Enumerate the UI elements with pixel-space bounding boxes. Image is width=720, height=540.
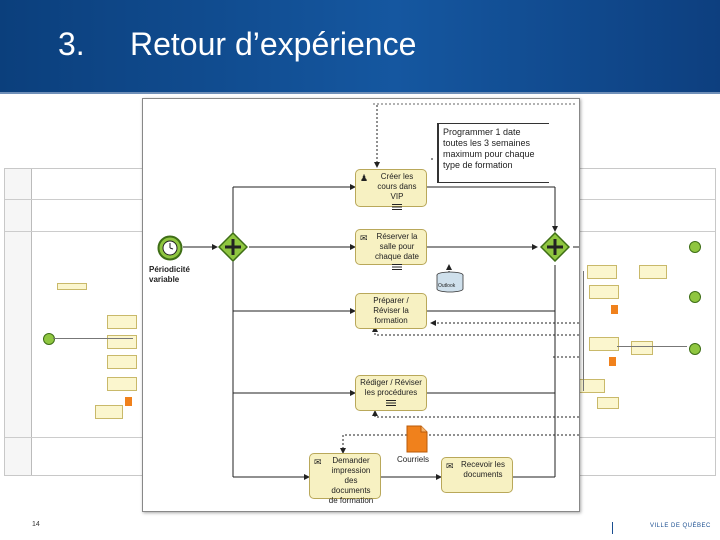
background-pool-label <box>57 283 87 290</box>
background-task <box>639 265 667 279</box>
parallel-gateway-split-icon <box>218 232 248 262</box>
slide-title: Retour d’expérience <box>130 26 417 62</box>
title-divider <box>0 92 720 94</box>
annotation-note: Programmer 1 date toutes les 3 semaines … <box>437 123 549 183</box>
task-rediger-procedures[interactable]: Rédiger / Réviser les procédures <box>355 375 427 411</box>
background-lane-headers <box>5 169 32 475</box>
database-label: Outlook <box>438 283 456 289</box>
task-label: Demander impression des documents de for… <box>328 456 374 505</box>
process-diagram-zoom: Périodicité variable Programmer 1 date t… <box>142 98 580 512</box>
timer-start-event-icon <box>157 235 183 261</box>
background-task <box>107 315 137 329</box>
page-number: 14 <box>32 521 40 528</box>
background-document-icon <box>609 357 616 366</box>
background-end-event <box>689 343 701 355</box>
task-recevoir-documents[interactable]: ✉ Recevoir les documents <box>441 457 513 493</box>
background-task <box>587 265 617 279</box>
background-start-event <box>43 333 55 345</box>
slide-section-number: 3. <box>58 26 85 62</box>
background-flow-line <box>583 271 584 391</box>
background-flow-line <box>53 338 133 339</box>
document-icon <box>406 425 428 453</box>
footer-divider <box>612 522 613 534</box>
task-label: Réserver la salle pour chaque date <box>374 232 420 261</box>
subprocess-marker-icon <box>392 264 402 270</box>
background-task <box>597 397 619 409</box>
task-label: Créer les cours dans VIP <box>377 172 417 201</box>
database-icon <box>436 271 464 293</box>
background-end-event <box>689 241 701 253</box>
background-task <box>631 341 653 355</box>
background-task <box>589 285 619 299</box>
background-task <box>95 405 123 419</box>
background-task <box>589 337 619 351</box>
process-flow-lines <box>183 103 579 480</box>
subprocess-marker-icon <box>386 400 396 406</box>
document-label: Courriels <box>397 455 430 464</box>
task-creer-cours[interactable]: ♟ Créer les cours dans VIP <box>355 169 427 210</box>
start-event-label: Périodicité variable <box>149 265 190 284</box>
task-label: Préparer / Réviser la formation <box>373 296 409 325</box>
title-bar <box>0 0 720 92</box>
task-label: Recevoir les documents <box>460 460 505 479</box>
parallel-gateway-merge-icon <box>540 232 570 262</box>
background-flow-line <box>617 346 687 347</box>
footer-brand-logo: VILLE DE QUÉBEC <box>650 523 711 529</box>
task-reserver-salle[interactable]: ✉ Réserver la salle pour chaque date <box>355 229 427 270</box>
user-icon: ♟ <box>360 173 369 183</box>
envelope-open-icon: ✉ <box>446 461 454 471</box>
background-document-icon <box>611 305 618 314</box>
envelope-icon: ✉ <box>360 233 368 243</box>
background-document-icon <box>125 397 132 406</box>
background-end-event <box>689 291 701 303</box>
task-preparer-formation[interactable]: Préparer / Réviser la formation <box>355 293 427 329</box>
envelope-icon: ✉ <box>314 457 322 467</box>
background-task <box>107 377 137 391</box>
task-demander-impression[interactable]: ✉ Demander impression des documents de f… <box>309 453 381 505</box>
task-label: Rédiger / Réviser les procédures <box>360 378 422 397</box>
subprocess-marker-icon <box>392 204 402 210</box>
background-task <box>107 355 137 369</box>
